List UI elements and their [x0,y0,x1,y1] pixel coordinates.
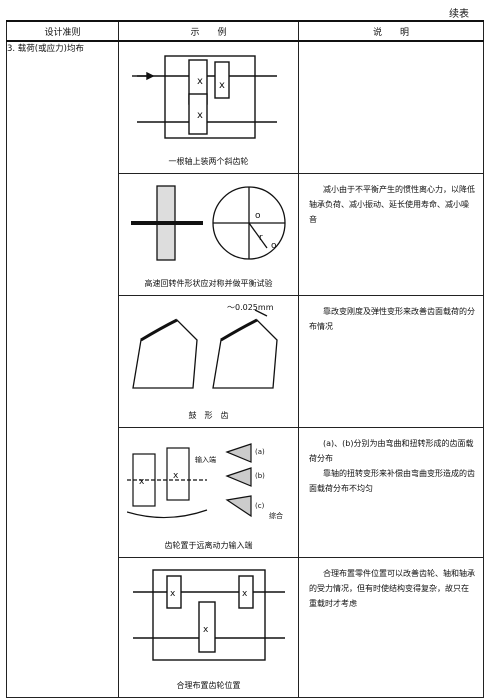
svg-text:x: x [139,477,145,487]
combined-label: 综合 [269,511,283,520]
input-end-label: 输入端 [195,455,216,464]
explanation-text: 合理布置零件位置可以改善齿轮、轴和轴承的受力情况，但有时使结构变得复杂，故只在重… [309,568,475,608]
explanation-cell: (a)、(b)分别为由弯曲和扭转形成的齿面载荷分布 靠轴的扭转变形来补偿由弯曲变… [298,426,484,558]
helical-gears-shaft-figure: x x x [132,55,277,139]
svg-text:x: x [242,589,248,599]
table-row: o r o 高速回转件形状应对称并做平衡试验 减小由于不平衡产生的惯性离心力，以… [7,172,484,296]
table-row: x x x 合理布置齿轮位置 合理布置零件位置可以改善齿轮、轴和轴承的受力情况，… [7,556,484,699]
rotor-o-label: o [255,211,261,221]
svg-text:x: x [197,76,203,87]
figure-caption: 合理布置齿轮位置 [176,681,241,690]
rotor-r-label: r [259,233,263,243]
balanced-rotor-figure: o r o [131,184,286,261]
figure-caption: 高速回转件形状应对称并做平衡试验 [144,278,273,288]
gear-far-from-input-figure: x x (a) (b) (c) 输入端 综合 [127,442,283,520]
criterion-cell: 3. 载荷(或应力)均布 [6,40,119,698]
table-row: x x (a) (b) (c) 输入端 综合 齿轮置于远离动力输入端 [7,426,484,558]
svg-text:x: x [170,589,176,599]
explanation-text: 靠轴的扭转变形来补偿由弯曲变形造成的齿面载荷分布不均匀 [309,468,475,493]
col-header-explanation: 说 明 [298,20,484,42]
table-row: ～0.025mm 鼓 形 齿 靠改变刚度及弹性变形来改善齿面载荷的分布情况 [7,294,484,428]
svg-text:x: x [203,625,209,635]
svg-text:x: x [219,80,225,91]
crowned-teeth-figure: ～0.025mm [132,303,278,389]
example-cell: o r o 高速回转件形状应对称并做平衡试验 [118,172,299,296]
explanation-cell: 合理布置零件位置可以改善齿轮、轴和轴承的受力情况，但有时使结构变得复杂，故只在重… [298,556,484,699]
table-row: 3. 载荷(或应力)均布 x x x [6,40,484,698]
figure-caption: 齿轮置于远离动力输入端 [164,540,253,550]
explanation-cell: 减小由于不平衡产生的惯性离心力，以降低轴承负荷、减小振动、延长使用寿命、减小噪音 [298,172,484,296]
rotor-o2-label: o [271,241,277,251]
label-a: (a) [255,448,265,456]
example-cell: ～0.025mm 鼓 形 齿 [118,294,299,428]
figure-caption: 鼓 形 齿 [188,410,229,420]
example-cell: x x x 一根轴上装两个斜齿轮 [118,40,299,174]
svg-text:x: x [173,471,179,481]
explanation-text: 靠改变刚度及弹性变形来改善齿面载荷的分布情况 [309,306,475,331]
svg-text:x: x [197,110,203,121]
explanation-cell: 靠改变刚度及弹性变形来改善齿面载荷的分布情况 [298,294,484,428]
explanation-text: 减小由于不平衡产生的惯性离心力，以降低轴承负荷、减小振动、延长使用寿命、减小噪音 [309,184,475,224]
explanation-text: (a)、(b)分别为由弯曲和扭转形成的齿面载荷分布 [309,438,474,463]
crown-dimension-label: ～0.025mm [227,303,274,312]
explanation-cell [298,40,484,174]
label-c: (c) [255,502,265,510]
design-table: 设计准则 示 例 说 明 3. 载荷(或应力)均布 [6,20,484,699]
label-b: (b) [255,472,265,480]
example-cell: x x x 合理布置齿轮位置 [118,556,299,699]
col-header-criterion: 设计准则 [6,20,119,42]
col-header-example: 示 例 [118,20,299,42]
continued-note: 续表 [449,9,469,20]
figure-caption: 一根轴上装两个斜齿轮 [168,156,249,166]
gear-layout-figure: x x x [133,569,285,661]
example-cell: x x (a) (b) (c) 输入端 综合 齿轮置于远离动力输入端 [118,426,299,558]
